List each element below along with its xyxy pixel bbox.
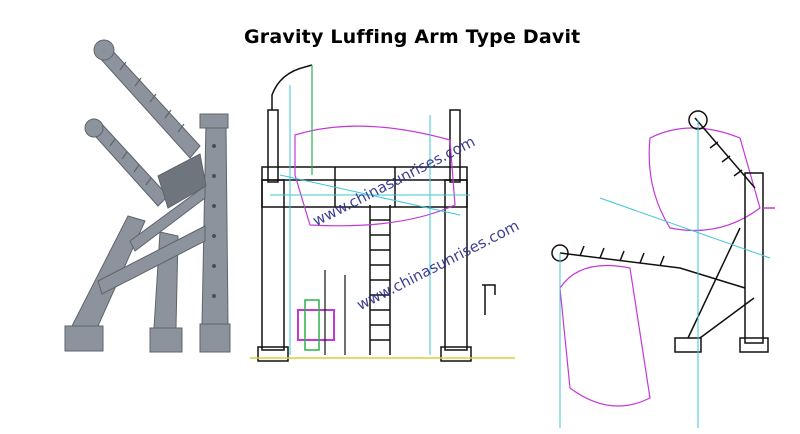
render-lower-sheave bbox=[84, 118, 104, 138]
render-upper-sheave bbox=[93, 39, 115, 61]
render-brace-upper bbox=[129, 185, 206, 252]
side-boat-hull-upper bbox=[648, 127, 761, 231]
render-foot-right bbox=[199, 323, 231, 353]
front-hook-arm bbox=[271, 64, 313, 110]
front-top-beam bbox=[261, 166, 468, 208]
front-winch bbox=[297, 270, 346, 355]
davit-3d-render bbox=[64, 39, 231, 353]
side-foot-right bbox=[739, 337, 769, 353]
side-cyan-lines bbox=[559, 120, 771, 428]
front-foot-right bbox=[440, 346, 472, 362]
render-tower-top bbox=[199, 113, 229, 129]
front-post-left bbox=[267, 109, 279, 183]
page-title: Gravity Luffing Arm Type Davit bbox=[244, 26, 581, 48]
side-arm-stowed bbox=[694, 117, 756, 189]
front-boat-outline bbox=[294, 125, 456, 227]
render-foot-left bbox=[64, 325, 104, 352]
render-foot-middle bbox=[149, 327, 183, 353]
front-ladder bbox=[370, 219, 390, 341]
side-boat-hull-lower bbox=[559, 265, 651, 407]
render-cradle bbox=[157, 153, 207, 209]
render-brace-lower bbox=[97, 225, 206, 295]
front-elevation-drawing bbox=[250, 64, 515, 362]
side-column bbox=[744, 172, 764, 344]
front-column-left bbox=[261, 179, 285, 351]
render-tower bbox=[201, 121, 229, 325]
front-foot-left bbox=[257, 346, 289, 362]
front-cyan-lines bbox=[270, 85, 470, 355]
side-arm-lowered bbox=[559, 252, 746, 289]
render-leg-front bbox=[71, 215, 146, 327]
side-foot-left bbox=[674, 337, 702, 353]
side-elevation-drawing bbox=[551, 110, 775, 428]
